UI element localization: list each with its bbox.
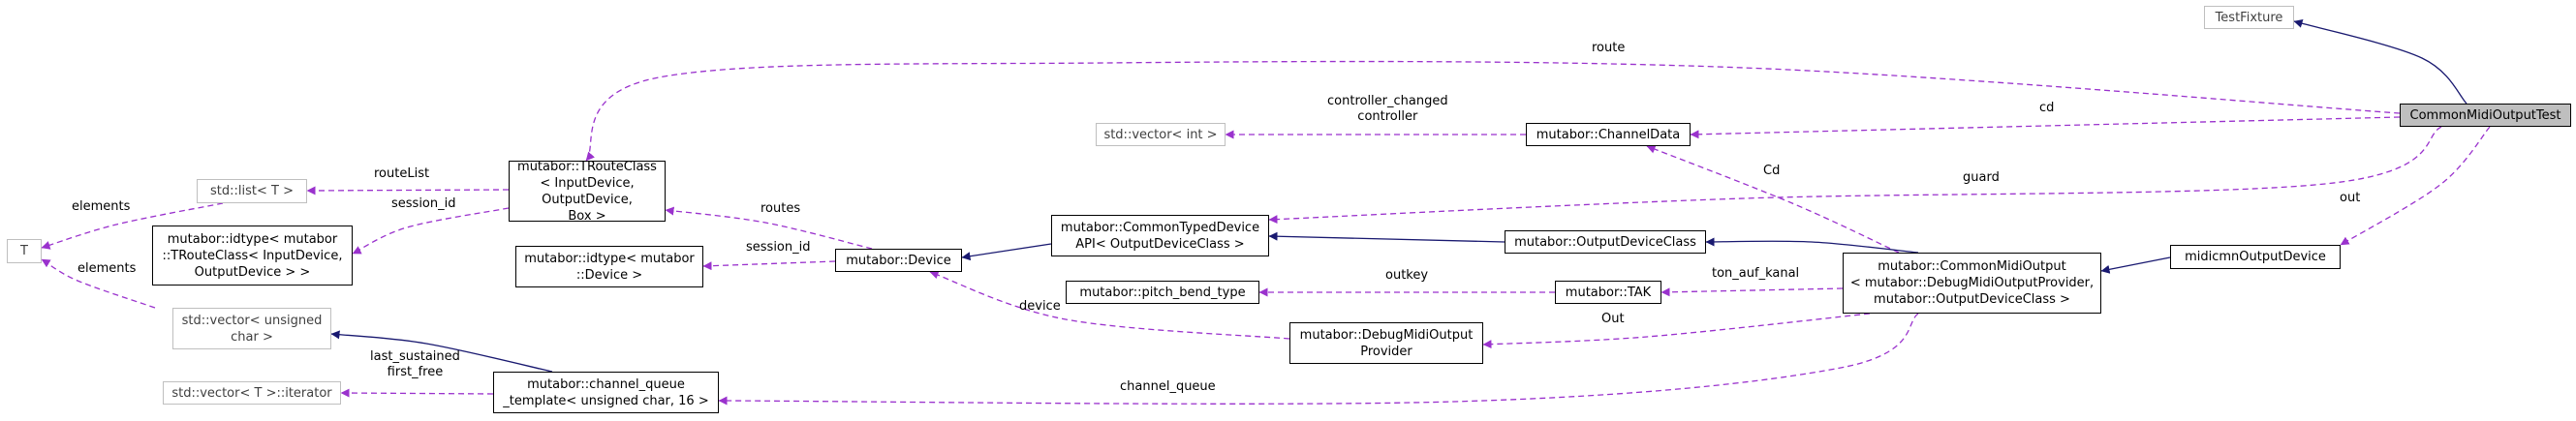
edge-outputdeviceclass-to-commontyped (1268, 231, 1505, 243)
node-troute[interactable]: mutabor::TRouteClass < InputDevice, Outp… (509, 159, 666, 224)
edge-label: last_sustained first_free (370, 349, 460, 379)
edge-label: Cd (1763, 164, 1781, 178)
node-label: mutabor::Device (846, 253, 951, 268)
node-label: mutabor::TRouteClass < InputDevice, Outp… (517, 159, 657, 224)
edge-commonmidioutput-to-debugmidi (1482, 313, 1871, 349)
node-label: midicmnOutputDevice (2185, 250, 2326, 264)
edge-debugmidi-to-device (929, 270, 1290, 340)
edge-label: out (2340, 191, 2361, 205)
node-outputdeviceclass[interactable]: mutabor::OutputDeviceClass (1505, 230, 1706, 254)
node-tak[interactable]: mutabor::TAK (1555, 281, 1661, 304)
node-label: mutabor::ChannelData (1536, 127, 1681, 142)
edge-commonmidioutput-to-channelqueue (718, 313, 1919, 406)
node-label: std::vector< T >::iterator (171, 385, 332, 401)
edge-troute-to-idtype_troute (352, 207, 510, 255)
edge-channelqueue-to-stdvector_uchar (330, 330, 553, 373)
edge-label: routes (760, 201, 801, 216)
edge-label: route (1592, 41, 1626, 55)
edge-commonmidioutput-to-channeldata (1646, 144, 1900, 254)
edge-label: outkey (1385, 268, 1429, 283)
node-label: mutabor::idtype< mutabor ::Device > (524, 251, 695, 283)
node-stdvector_iter[interactable]: std::vector< T >::iterator (163, 381, 341, 405)
node-label: std::vector< int > (1103, 127, 1218, 142)
node-channeldata[interactable]: mutabor::ChannelData (1526, 123, 1691, 146)
node-label: mutabor::CommonTypedDevice API< OutputDe… (1060, 220, 1260, 252)
node-device[interactable]: mutabor::Device (835, 249, 962, 272)
node-label: mutabor::DebugMidiOutput Provider (1299, 327, 1474, 359)
edge-label: Out (1601, 312, 1625, 326)
edge-midicmn-to-commonmidioutput (2100, 256, 2171, 274)
node-stdvector_int[interactable]: std::vector< int > (1096, 123, 1226, 146)
node-label: mutabor::OutputDeviceClass (1514, 234, 1696, 250)
node-commonmidioutputtest[interactable]: CommonMidiOutputTest (2400, 104, 2571, 127)
node-idtype_troute[interactable]: mutabor::idtype< mutabor ::TRouteClass< … (152, 226, 353, 286)
node-label: CommonMidiOutputTest (2409, 107, 2561, 123)
node-stdlist[interactable]: std::list< T > (197, 179, 307, 203)
node-label: mutabor::CommonMidiOutput < mutabor::Deb… (1849, 259, 2095, 307)
node-pitchbend[interactable]: mutabor::pitch_bend_type (1066, 281, 1259, 304)
node-commontyped[interactable]: mutabor::CommonTypedDevice API< OutputDe… (1051, 215, 1269, 256)
edge-commonmidioutput-to-outputdeviceclass (1705, 237, 1919, 254)
edge-label: guard (1963, 170, 2000, 185)
node-label: TestFixture (2215, 10, 2283, 25)
edge-commonmidioutputtest-to-channeldata (1690, 116, 2401, 139)
edge-commonmidioutputtest-to-commontyped (1268, 126, 2442, 225)
edge-commonmidioutputtest-to-testfixture (2293, 19, 2467, 105)
edge-device-to-troute (665, 206, 873, 250)
edge-label: cd (2039, 101, 2055, 115)
edge-stdlist-to-T (41, 202, 224, 250)
edge-commontyped-to-device (961, 243, 1052, 261)
node-label: std::vector< unsigned char > (181, 313, 323, 345)
node-testfixture[interactable]: TestFixture (2204, 6, 2294, 29)
edge-label: channel_queue (1120, 379, 1216, 394)
edge-commonmidioutputtest-to-troute (585, 60, 2401, 162)
edge-device-to-idtype_device (702, 260, 836, 271)
edge-label: routeList (374, 166, 430, 181)
edge-label: session_id (391, 196, 456, 211)
edge-label: device (1019, 299, 1061, 314)
node-stdvector_uchar[interactable]: std::vector< unsigned char > (172, 308, 331, 349)
node-label: mutabor::pitch_bend_type (1079, 285, 1246, 300)
node-label: mutabor::channel_queue _template< unsign… (503, 376, 709, 408)
node-debugmidi[interactable]: mutabor::DebugMidiOutput Provider (1289, 322, 1483, 364)
edge-label: controller_changed controller (1327, 94, 1448, 124)
edge-channelqueue-to-stdvector_iter (340, 388, 494, 398)
node-label: mutabor::TAK (1565, 285, 1652, 300)
node-label: T (20, 244, 28, 258)
edge-stdvector_uchar-to-T (41, 258, 156, 309)
edge-label: session_id (746, 240, 811, 255)
edge-commonmidioutput-to-tak (1660, 287, 1844, 297)
edge-label: elements (78, 261, 137, 276)
edge-troute-to-stdlist (306, 186, 510, 195)
node-idtype_device[interactable]: mutabor::idtype< mutabor ::Device > (515, 246, 703, 287)
edge-commonmidioutputtest-to-midicmn (2340, 126, 2491, 246)
edge-label: elements (72, 199, 131, 214)
node-T[interactable]: T (7, 239, 42, 263)
node-label: std::list< T > (210, 184, 294, 198)
node-midicmn[interactable]: midicmnOutputDevice (2170, 245, 2341, 269)
edge-label: ton_auf_kanal (1712, 266, 1800, 281)
node-channelqueue[interactable]: mutabor::channel_queue _template< unsign… (493, 372, 719, 413)
node-label: mutabor::idtype< mutabor ::TRouteClass< … (162, 231, 343, 280)
node-commonmidioutput[interactable]: mutabor::CommonMidiOutput < mutabor::Deb… (1843, 253, 2101, 314)
